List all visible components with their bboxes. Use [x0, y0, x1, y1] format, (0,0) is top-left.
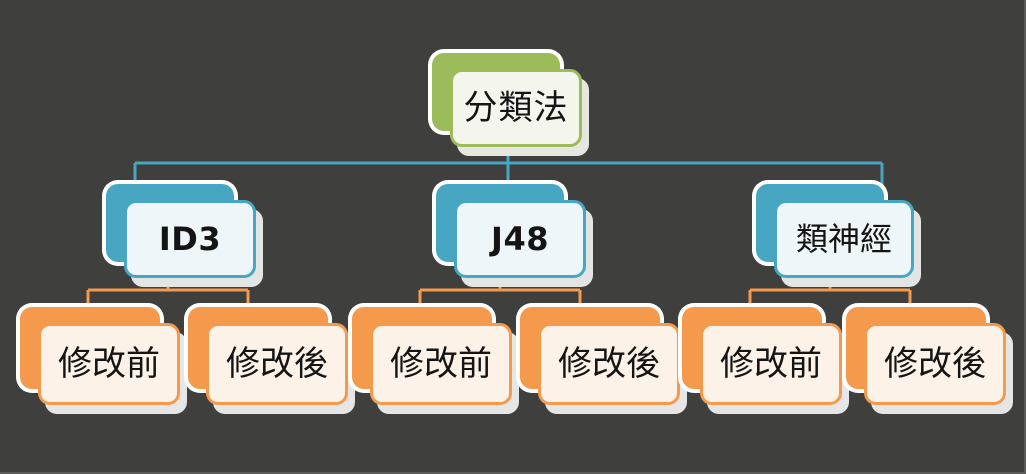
node-j48-after[interactable]: 修改後: [520, 307, 692, 411]
node-id3-after[interactable]: 修改後: [188, 307, 360, 411]
node-neural-network-after-card[interactable]: 修改後: [864, 323, 1006, 405]
node-j48-before-label: 修改前: [390, 344, 492, 384]
node-j48-label: J48: [491, 220, 549, 258]
node-neural-network-before[interactable]: 修改前: [682, 307, 854, 411]
node-j48-card[interactable]: J48: [454, 200, 586, 278]
node-root[interactable]: 分類法: [432, 53, 588, 153]
node-id3[interactable]: ID3: [106, 184, 266, 284]
node-id3-after-card[interactable]: 修改後: [206, 323, 348, 405]
node-j48-after-card[interactable]: 修改後: [538, 323, 680, 405]
node-j48-before[interactable]: 修改前: [352, 307, 524, 411]
node-j48-after-label: 修改後: [558, 344, 660, 384]
node-id3-before-label: 修改前: [58, 344, 160, 384]
connector-j48-to-leaves: [418, 272, 582, 308]
node-id3-before-card[interactable]: 修改前: [38, 323, 180, 405]
node-id3-label: ID3: [158, 220, 222, 258]
node-neural-network-before-card[interactable]: 修改前: [700, 323, 842, 405]
node-neural-network-before-label: 修改前: [720, 344, 822, 384]
node-j48-before-card[interactable]: 修改前: [370, 323, 512, 405]
node-neural-network-after-label: 修改後: [884, 344, 986, 384]
node-id3-after-label: 修改後: [226, 344, 328, 384]
node-neural-network-label: 類神經: [795, 220, 892, 258]
node-root-card[interactable]: 分類法: [450, 69, 582, 147]
node-j48[interactable]: J48: [436, 184, 596, 284]
node-neural-network-after[interactable]: 修改後: [846, 307, 1018, 411]
node-neural-network[interactable]: 類神經: [756, 184, 916, 284]
node-root-label: 分類法: [463, 88, 569, 128]
node-neural-network-card[interactable]: 類神經: [774, 200, 914, 278]
node-id3-card[interactable]: ID3: [124, 200, 256, 278]
node-id3-before[interactable]: 修改前: [20, 307, 192, 411]
connector-root-to-branches: [133, 150, 884, 186]
